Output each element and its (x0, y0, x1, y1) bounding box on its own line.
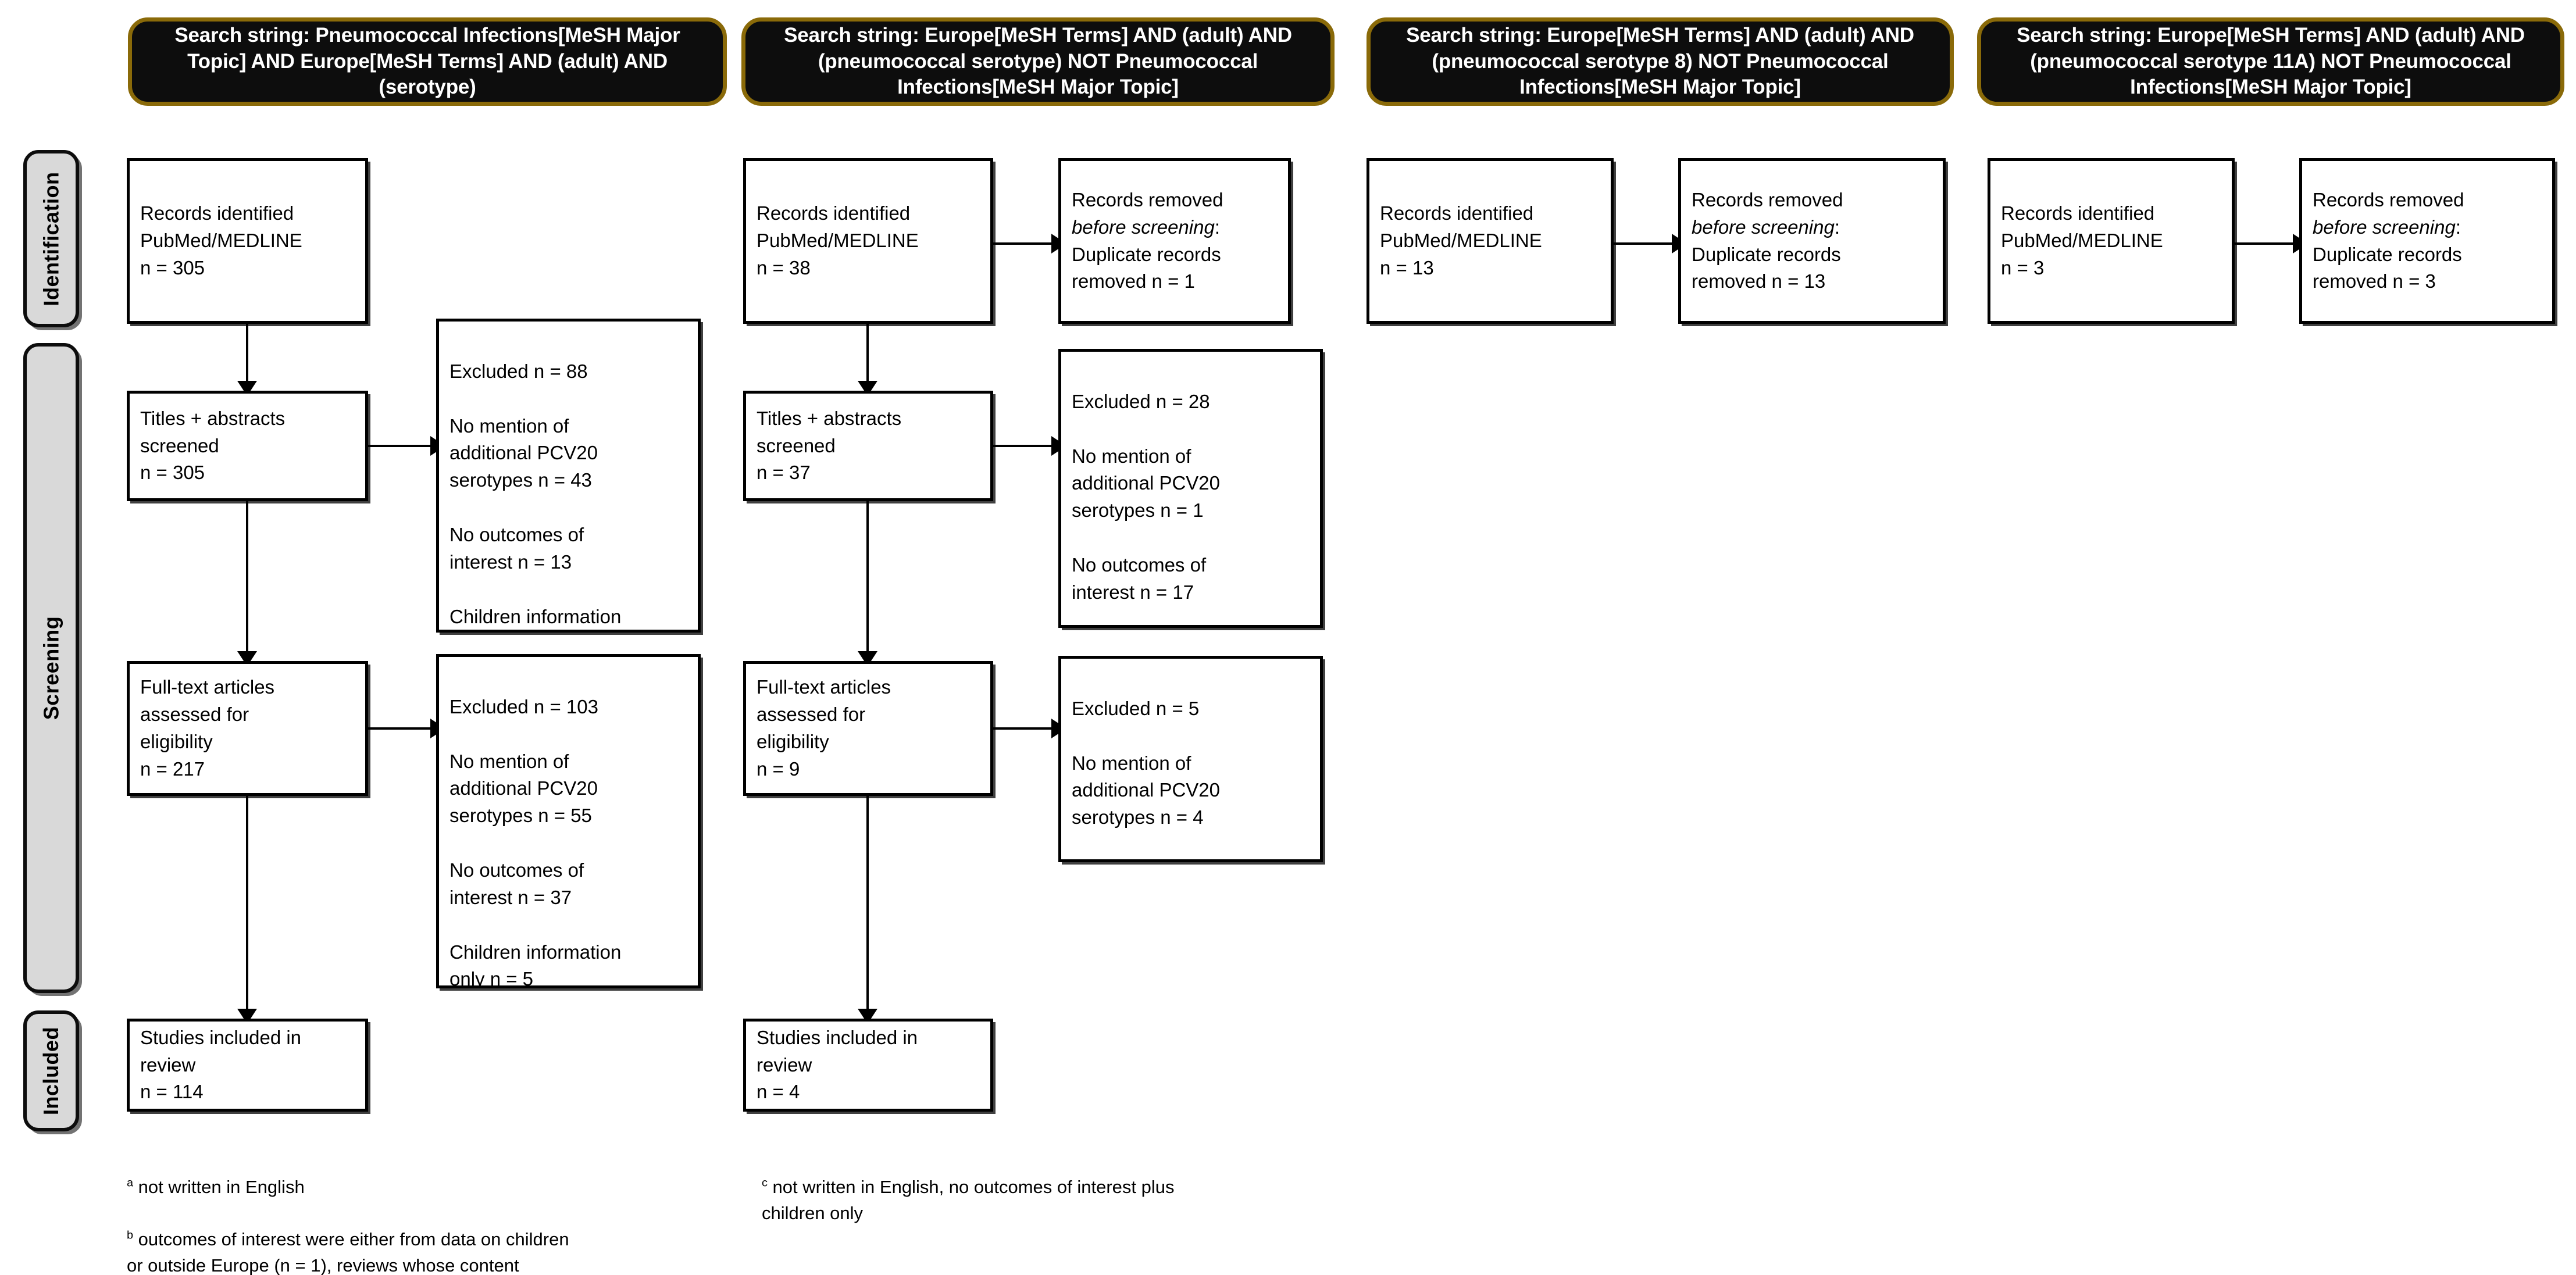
records-identified-box-col4: Records identified PubMed/MEDLINE n = 3 (1988, 158, 2235, 324)
search-string-header-col4: Search string: Europe[MeSH Terms] AND (a… (1977, 17, 2564, 106)
phase-label-screening: Screening (39, 616, 63, 720)
records-removed-line1: Records removed (2313, 188, 2464, 210)
before-screening-colon: : (1214, 216, 1220, 238)
connector-identified-to-removed-col3 (1614, 242, 1678, 245)
excluded-reason: No outcomes of interest n = 17 (1072, 554, 1207, 603)
before-screening-colon: : (2455, 216, 2461, 238)
connector-identified-to-removed-col4 (2235, 242, 2299, 245)
phase-capsule-screening: Screening (23, 343, 79, 993)
records-identified-box-col2: Records identified PubMed/MEDLINE n = 38 (743, 158, 993, 324)
fulltext-excluded-box-col2: Excluded n = 5 No mention of additional … (1058, 656, 1323, 862)
records-removed-box-col3: Records removed before screening: Duplic… (1678, 158, 1946, 324)
footnote-marker-c: c (762, 1176, 768, 1190)
before-screening-colon: : (1834, 216, 1840, 238)
records-removed-line1: Records removed (1072, 188, 1223, 210)
connector-fulltext-to-excluded-col1 (368, 727, 436, 730)
phase-label-included: Included (39, 1026, 63, 1116)
footnote-marker-a: a (127, 1176, 134, 1190)
records-removed-line3: Duplicate records removed n = 1 (1072, 243, 1221, 292)
before-screening-emphasis: before screening (2313, 216, 2456, 238)
excluded-reason: No outcomes of interest n = 1 (1072, 859, 1310, 862)
connector-screened-to-fulltext-col2 (866, 501, 869, 655)
records-removed-box-col2: Records removed before screening: Duplic… (1058, 158, 1291, 324)
footnote-a-text: not written in English (133, 1176, 305, 1197)
titles-abstracts-screened-box-col1: Titles + abstracts screened n = 305 (127, 391, 368, 501)
connector-fulltext-to-included-col1 (246, 796, 248, 1012)
connector-identified-to-screened-col1 (246, 324, 248, 385)
excluded-reason: No mention of additional PCV20 serotypes… (449, 750, 598, 827)
excluded-reason: No mention of additional PCV20 serotypes… (1072, 752, 1221, 828)
search-string-header-col2: Search string: Europe[MeSH Terms] AND (a… (741, 17, 1335, 106)
phase-capsule-identification: Identification (23, 150, 79, 327)
before-screening-emphasis: before screening (1692, 216, 1835, 238)
excluded-heading: Excluded n = 5 (1072, 697, 1200, 719)
excluded-reason: No mention of additional PCV20 serotypes… (1072, 445, 1221, 522)
titles-abstracts-screened-box-col2: Titles + abstracts screened n = 37 (743, 391, 993, 501)
studies-included-box-col2: Studies included in review n = 4 (743, 1019, 993, 1112)
footnote-c-text: not written in English, no outcomes of i… (762, 1176, 1175, 1223)
connector-identified-to-screened-col2 (866, 324, 869, 385)
records-identified-box-col3: Records identified PubMed/MEDLINE n = 13 (1367, 158, 1614, 324)
excluded-reason: Children information only n = 9 (449, 605, 622, 627)
footnote-c: c not written in English, no outcomes of… (762, 1174, 1343, 1227)
records-identified-box-col1: Records identified PubMed/MEDLINE n = 30… (127, 158, 368, 324)
footnote-a: a not written in English (127, 1174, 726, 1201)
records-removed-line2: before screening: (1692, 214, 1932, 241)
search-string-header-col1: Search string: Pneumococcal Infections[M… (128, 17, 727, 106)
footnote-block-middle: c not written in English, no outcomes of… (762, 1148, 1343, 1253)
phase-capsule-included: Included (23, 1010, 79, 1131)
footnote-b-text: outcomes of interest were either from da… (127, 1228, 569, 1275)
records-removed-line3: Duplicate records removed n = 13 (1692, 243, 1841, 292)
footnote-block-left: a not written in English b outcomes of i… (127, 1148, 726, 1275)
excluded-heading: Excluded n = 103 (449, 695, 598, 717)
connector-fulltext-to-excluded-col2 (993, 727, 1057, 730)
connector-fulltext-to-included-col2 (866, 796, 869, 1012)
connector-identified-to-removed-col2 (993, 242, 1057, 245)
records-removed-line2: before screening: (2313, 214, 2542, 241)
fulltext-excluded-box-col1: Excluded n = 103 No mention of additiona… (436, 654, 701, 988)
records-removed-line2: before screening: (1072, 214, 1278, 241)
excluded-heading: Excluded n = 28 (1072, 390, 1210, 412)
records-removed-line3: Duplicate records removed n = 3 (2313, 243, 2462, 292)
footnote-b: b outcomes of interest were either from … (127, 1227, 726, 1275)
footnote-marker-b: b (127, 1228, 134, 1242)
studies-included-box-col1: Studies included in review n = 114 (127, 1019, 368, 1112)
screening-excluded-box-col2: Excluded n = 28 No mention of additional… (1058, 349, 1323, 628)
connector-screened-to-excluded-col2 (993, 445, 1057, 447)
records-removed-line1: Records removed (1692, 188, 1843, 210)
excluded-reason: No outcomes of interest n = 37 (449, 859, 584, 908)
connector-screened-to-fulltext-col1 (246, 501, 248, 655)
before-screening-emphasis: before screening (1072, 216, 1215, 238)
fulltext-assessed-box-col1: Full-text articles assessed for eligibil… (127, 661, 368, 796)
connector-screened-to-excluded-col1 (368, 445, 436, 447)
search-string-header-col3: Search string: Europe[MeSH Terms] AND (a… (1367, 17, 1954, 106)
screening-excluded-box-col1: Excluded n = 88 No mention of additional… (436, 319, 701, 633)
records-removed-box-col4: Records removed before screening: Duplic… (2299, 158, 2555, 324)
fulltext-assessed-box-col2: Full-text articles assessed for eligibil… (743, 661, 993, 796)
phase-label-identification: Identification (39, 172, 63, 306)
excluded-reason: Children information only n = 5 (449, 941, 622, 988)
excluded-reason: No mention of additional PCV20 serotypes… (449, 415, 598, 491)
excluded-heading: Excluded n = 88 (449, 360, 588, 382)
excluded-reason: No outcomes of interest n = 13 (449, 524, 584, 573)
